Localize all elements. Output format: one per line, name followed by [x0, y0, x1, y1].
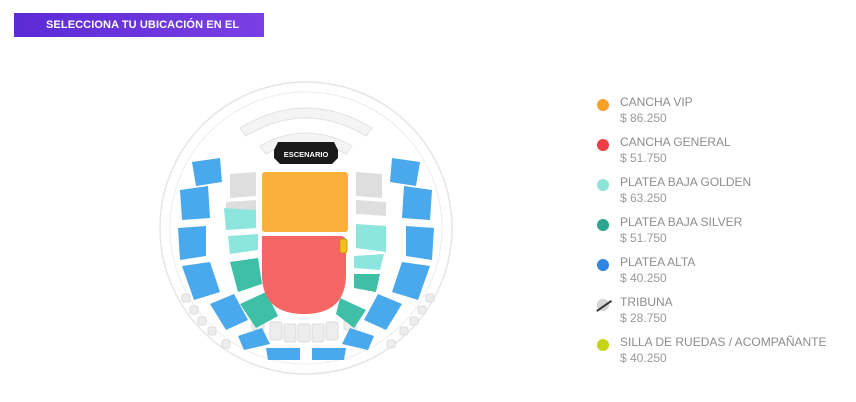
price-legend: CANCHA VIP $ 86.250 CANCHA GENERAL $ 51.… — [594, 93, 844, 373]
legend-price: $ 28.750 — [620, 311, 667, 325]
cancha-general[interactable] — [262, 236, 346, 314]
slashed-dot-icon — [597, 299, 609, 311]
legend-price: $ 51.750 — [620, 231, 667, 245]
platea-baja-silver[interactable] — [230, 258, 380, 328]
tribuna-top[interactable] — [239, 107, 373, 155]
venue-map: ESCENARIO — [140, 78, 472, 378]
red-dot-icon — [597, 139, 609, 151]
legend-item-tribuna[interactable]: TRIBUNA $ 28.750 — [594, 293, 844, 333]
cancha-vip[interactable] — [262, 172, 348, 232]
orange-dot-icon — [597, 99, 609, 111]
legend-item-platea-alta[interactable]: PLATEA ALTA $ 40.250 — [594, 253, 844, 293]
platea-alta-left[interactable] — [178, 158, 300, 360]
wheelchair-area[interactable] — [339, 238, 348, 254]
platea-alta-right[interactable] — [312, 158, 434, 360]
legend-name: PLATEA ALTA — [620, 255, 696, 269]
mint-dot-icon — [597, 179, 609, 191]
legend-name: PLATEA BAJA GOLDEN — [620, 175, 752, 189]
lime-dot-icon — [597, 339, 609, 351]
legend-name: TRIBUNA — [620, 295, 673, 309]
legend-price: $ 86.250 — [620, 111, 667, 125]
tribuna-bottom[interactable] — [181, 293, 435, 349]
teal-dot-icon — [597, 219, 609, 231]
legend-item-platea-baja-silver[interactable]: PLATEA BAJA SILVER $ 51.750 — [594, 213, 844, 253]
stage — [274, 142, 338, 164]
legend-item-cancha-general[interactable]: CANCHA GENERAL $ 51.750 — [594, 133, 844, 173]
legend-item-platea-baja-golden[interactable]: PLATEA BAJA GOLDEN $ 63.250 — [594, 173, 844, 213]
stage-label: ESCENARIO — [284, 150, 329, 159]
legend-name: CANCHA VIP — [620, 95, 693, 109]
venue-map-svg: ESCENARIO — [159, 81, 453, 375]
legend-item-cancha-vip[interactable]: CANCHA VIP $ 86.250 — [594, 93, 844, 133]
legend-name: SILLA DE RUEDAS / ACOMPAÑANTE — [620, 335, 827, 349]
legend-price: $ 51.750 — [620, 151, 667, 165]
platea-baja-golden[interactable] — [224, 208, 386, 270]
legend-price: $ 40.250 — [620, 351, 667, 365]
select-location-header: SELECCIONA TU UBICACIÓN EN EL MAPA — [14, 13, 264, 55]
legend-price: $ 40.250 — [620, 271, 667, 285]
legend-item-silla-de-ruedas[interactable]: SILLA DE RUEDAS / ACOMPAÑANTE $ 40.250 — [594, 333, 844, 373]
legend-price: $ 63.250 — [620, 191, 667, 205]
blue-dot-icon — [597, 259, 609, 271]
outer-ring — [159, 81, 453, 375]
legend-name: CANCHA GENERAL — [620, 135, 731, 149]
legend-name: PLATEA BAJA SILVER — [620, 215, 743, 229]
outer-ring-inner — [169, 91, 443, 365]
